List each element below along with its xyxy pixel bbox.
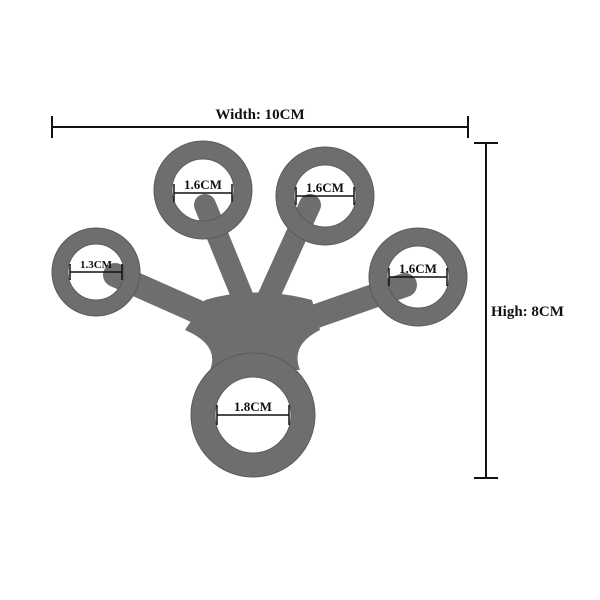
width-label: Width: 10CM: [215, 107, 304, 123]
width-dimension: Width: 10CM: [51, 107, 469, 138]
index-finger-ring: [368, 227, 468, 327]
middle-ring-label: 1.6CM: [306, 180, 344, 195]
thumb-ring-diameter: 1.8CM: [216, 399, 290, 425]
little-finger-ring: [51, 227, 141, 317]
palm-web: [185, 292, 320, 370]
diameter-markers: 1.3CM 1.6CM 1.6CM 1.6CM 1.8CM: [69, 177, 448, 425]
ring-ring-diameter: 1.6CM: [173, 177, 233, 202]
ring-finger-ring: [153, 140, 253, 240]
index-ring-diameter: 1.6CM: [388, 261, 448, 286]
finger-exerciser: [51, 140, 468, 478]
middle-ring-diameter: 1.6CM: [295, 180, 355, 205]
thumb-ring: [190, 352, 316, 478]
height-label: High: 8CM: [491, 304, 564, 320]
thumb-ring-label: 1.8CM: [234, 399, 272, 414]
middle-finger-ring: [275, 146, 375, 246]
index-ring-label: 1.6CM: [399, 261, 437, 276]
height-dimension: High: 8CM: [474, 142, 564, 479]
ring-ring-label: 1.6CM: [184, 177, 222, 192]
little-ring-diameter: 1.3CM: [69, 259, 123, 280]
little-ring-label: 1.3CM: [80, 259, 113, 271]
